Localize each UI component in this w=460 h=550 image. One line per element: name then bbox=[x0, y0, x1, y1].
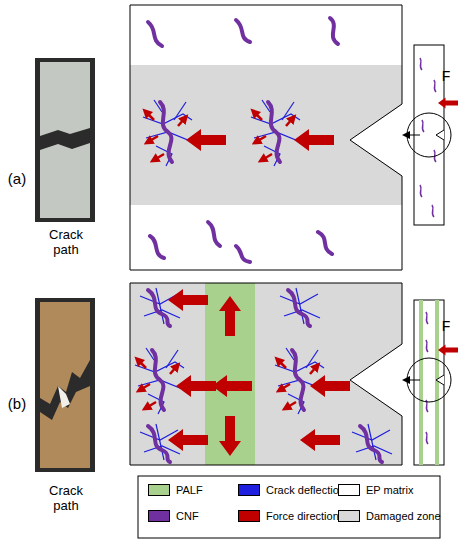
legend-swatch bbox=[338, 484, 360, 496]
legend-entry: EP matrix bbox=[338, 484, 413, 496]
legend-text: Damaged zone bbox=[366, 510, 441, 522]
legend-entry: PALF bbox=[148, 484, 203, 496]
legend-entry: Crack deflection bbox=[238, 484, 345, 496]
legend-entry: Force direction bbox=[238, 510, 339, 522]
legend-swatch bbox=[238, 484, 260, 496]
legend-text: Force direction bbox=[266, 510, 339, 522]
panel-label: (a) bbox=[2, 170, 32, 187]
legend-text: CNF bbox=[176, 510, 199, 522]
legend-swatch bbox=[338, 510, 360, 522]
legend-swatch bbox=[148, 510, 170, 522]
caption-label: Crack path bbox=[40, 228, 92, 258]
panel-label: (b) bbox=[2, 395, 32, 412]
force-label: F bbox=[436, 318, 456, 334]
legend-entry: Damaged zone bbox=[338, 510, 441, 522]
legend-text: Crack deflection bbox=[266, 484, 345, 496]
force-label: F bbox=[436, 68, 456, 84]
legend-text: PALF bbox=[176, 484, 203, 496]
caption-label: Crack path bbox=[40, 484, 92, 514]
legend-swatch bbox=[148, 484, 170, 496]
legend-swatch bbox=[238, 510, 260, 522]
legend-text: EP matrix bbox=[366, 484, 413, 496]
legend-entry: CNF bbox=[148, 510, 199, 522]
